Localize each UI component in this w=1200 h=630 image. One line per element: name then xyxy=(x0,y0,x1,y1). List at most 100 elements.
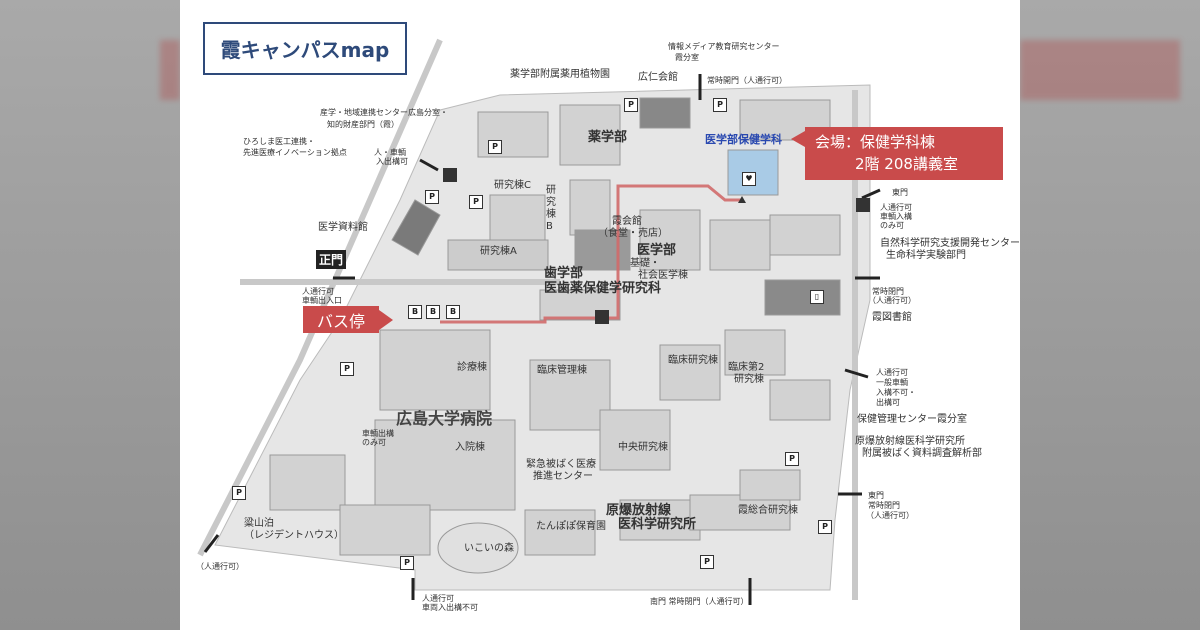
label-north-gate: 常時開門（人通行可） xyxy=(707,76,787,85)
building xyxy=(639,97,691,129)
label-pharmacy: 薬学部 xyxy=(588,130,628,145)
label-side-gate4: 出構可 xyxy=(876,398,900,407)
label-side-gate1: 人通行可 xyxy=(876,368,908,377)
label-medical-archives: 医学資料館 xyxy=(318,222,368,233)
label-ryozanpaku: 粱山泊 xyxy=(244,518,274,529)
label-rirbm: 原爆放射線 xyxy=(606,503,672,518)
bus-stop-callout: バス停 xyxy=(303,306,393,333)
label-east-gate: 東門 xyxy=(892,188,908,197)
label-south-gate: 南門 常時閉門（人通行可） xyxy=(650,597,749,606)
sw-gate-arrow xyxy=(203,534,220,553)
parking-icon: P xyxy=(785,452,799,466)
map-title: 霞キャンパスmap xyxy=(203,22,407,75)
building xyxy=(599,409,671,471)
label-hospital: 広島大学病院 xyxy=(396,409,493,428)
building xyxy=(769,214,841,256)
parking-icon: P xyxy=(400,556,414,570)
label-health-center: 保健管理センター霞分室 xyxy=(857,414,967,425)
label-basic-social: 基礎・ xyxy=(630,258,660,269)
label-medicine: 医学部 xyxy=(637,243,677,258)
label-side-gate3: 入構不可・ xyxy=(876,388,916,397)
building xyxy=(689,494,791,531)
label-dentistry: 歯学部 xyxy=(544,266,584,281)
parking-icon: P xyxy=(488,140,502,154)
label-east-gate2-note: （人通行可） xyxy=(866,511,914,520)
label-sangaku-sub: 知的財産部門（霞） xyxy=(327,120,399,129)
label-rirbm-annex: 原爆放射線医科学研究所 xyxy=(855,436,965,447)
label-rirbm-sub: 医科学研究所 xyxy=(618,517,697,532)
building xyxy=(724,329,786,376)
label-east-gate-note1: 人通行可 xyxy=(880,203,912,212)
label-side-gate2: 一般車輌 xyxy=(876,378,908,387)
label-sw-gate: （人通行可） xyxy=(196,562,244,571)
label-kasumi-kaikan: 霞会館 xyxy=(612,216,642,227)
gate-booth-icon xyxy=(856,198,870,212)
ikoi-forest xyxy=(437,522,519,574)
background-right xyxy=(1020,0,1200,630)
label-clinical-research: 臨床研究棟 xyxy=(668,355,718,366)
label-south-side: 人通行可 xyxy=(422,594,454,603)
main-gate-label: 正門 xyxy=(316,250,347,269)
label-clinical-admin: 臨床管理棟 xyxy=(537,365,587,376)
hospital-ward xyxy=(374,419,516,511)
label-clinic: 診療棟 xyxy=(457,362,487,373)
east-gate-arrow xyxy=(861,188,881,200)
building xyxy=(529,359,611,431)
venue-callout: 会場：保健学科棟 2階 208講義室 xyxy=(791,127,1003,180)
venue-room: 2階 208講義室 xyxy=(855,155,958,173)
label-kojin-kaikan: 広仁会館 xyxy=(638,72,678,83)
label-natural-science: 自然科学研究支援開発センター xyxy=(880,238,1020,249)
background-left xyxy=(0,0,180,630)
library xyxy=(764,279,841,316)
label-car-exit: 車輌出構 xyxy=(362,429,394,438)
label-clinical-research2: 臨床第2 xyxy=(728,362,765,373)
parking-icon: P xyxy=(700,555,714,569)
parking-icon: P xyxy=(232,486,246,500)
parking-icon: P xyxy=(624,98,638,112)
label-closed-gate-sub: （人通行可） xyxy=(868,296,916,305)
label-emergency-sub: 推進センター xyxy=(533,471,593,482)
label-closed-gate: 常時閉門 xyxy=(872,287,904,296)
entrance-marker xyxy=(738,196,746,203)
label-east-gate-note3: のみ可 xyxy=(880,221,904,230)
label-dentistry-sub: 医歯薬保健学研究科 xyxy=(544,281,662,296)
label-people-car-sub: 入出構可 xyxy=(376,157,408,166)
label-east-gate2: 東門 xyxy=(868,491,884,500)
label-research-a: 研究棟A xyxy=(480,246,517,257)
label-clinical-research2-sub: 研究棟 xyxy=(734,374,764,385)
label-media-center-sub: 霞分室 xyxy=(675,53,699,62)
building xyxy=(739,469,801,501)
building xyxy=(379,329,491,411)
parking-icon: P xyxy=(818,520,832,534)
building xyxy=(639,209,701,271)
gate-booth-icon xyxy=(443,168,457,182)
side-gate-arrow xyxy=(844,368,869,379)
label-natural-science-sub: 生命科学実験部門 xyxy=(886,250,966,261)
label-central-research: 中央研究棟 xyxy=(618,442,668,453)
label-east-gate2-closed: 常時閉門 xyxy=(868,501,900,510)
label-main-gate-note2: 車輌出入口 xyxy=(302,296,342,305)
label-research-b: 研究棟B xyxy=(546,185,556,232)
parking-icon: P xyxy=(340,362,354,376)
label-rirbm-annex-sub: 附属被ばく資料調査解析部 xyxy=(862,448,982,459)
label-kasumi-research: 霞総合研究棟 xyxy=(738,505,798,516)
building xyxy=(559,104,621,166)
label-tanpopo: たんぽぽ保育園 xyxy=(536,521,606,532)
label-sangaku: 産学・地域連携センター広島分室・ xyxy=(320,108,448,117)
label-ikou: ひろしま医工連携・ xyxy=(243,137,315,146)
venue-name: 会場：保健学科棟 xyxy=(815,133,936,151)
library-book-icon: ▯ xyxy=(810,290,824,304)
label-ryozanpaku-sub: （レジデントハウス） xyxy=(244,530,344,541)
label-main-gate-note1: 人通行可 xyxy=(302,287,334,296)
label-basic-social-sub: 社会医学棟 xyxy=(638,270,688,281)
label-south-side-sub: 車両入出構不可 xyxy=(422,603,478,612)
label-herb-garden: 薬学部附属薬用植物園 xyxy=(510,69,610,80)
route-line xyxy=(440,184,742,324)
medical-archives xyxy=(391,199,441,256)
building xyxy=(569,179,611,236)
building xyxy=(269,454,346,511)
building xyxy=(619,499,701,541)
building xyxy=(339,504,431,556)
label-ikoi: いこいの森 xyxy=(464,543,514,554)
